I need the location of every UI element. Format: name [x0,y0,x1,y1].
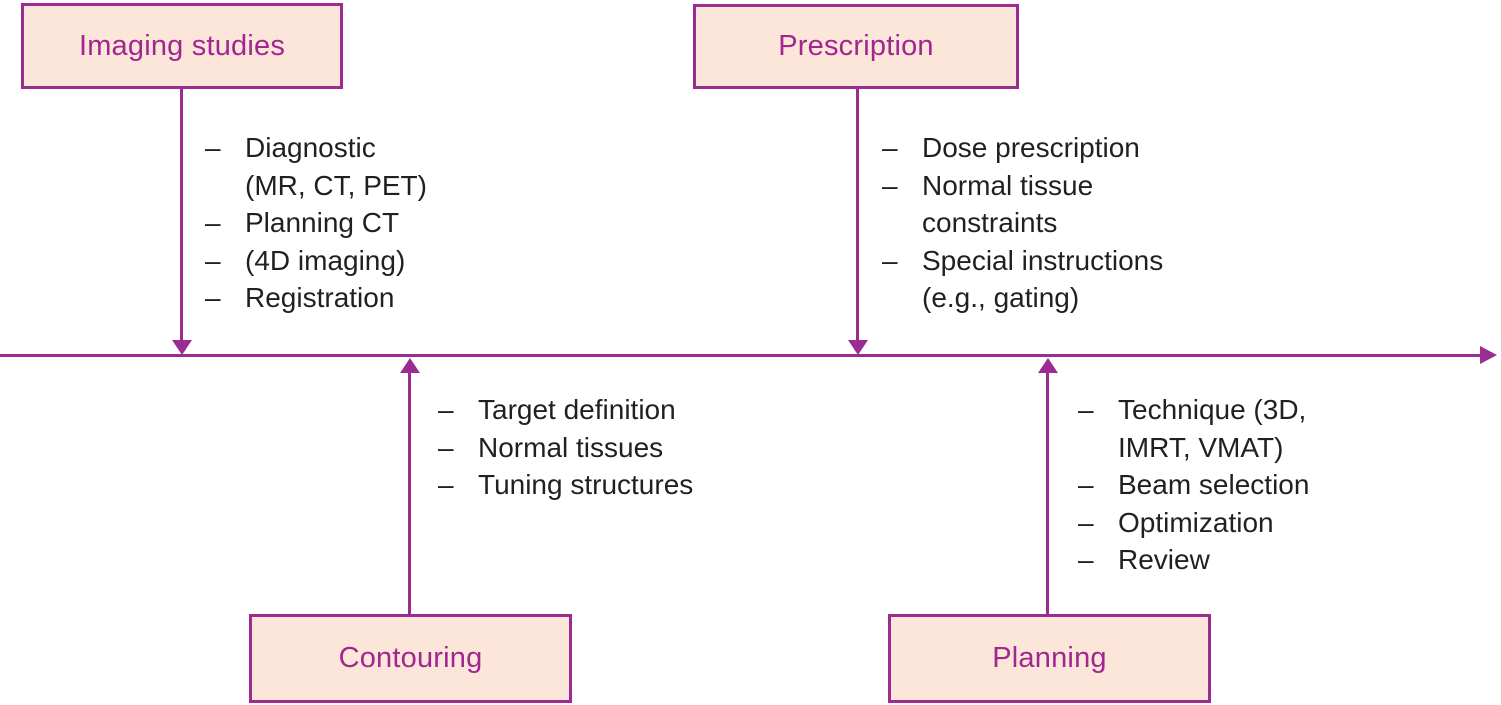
list-item-text: Dose prescription [922,132,1140,163]
dash-bullet: – [882,169,898,201]
list-item-text: Tuning structures [478,469,694,500]
list-item-text: Diagnostic (MR, CT, PET) [245,132,427,201]
stage-box-imaging-studies: Imaging studies [21,3,343,89]
dash-bullet: – [205,207,221,238]
planning-connector-line [1046,373,1049,614]
dash-bullet: – [1078,506,1094,538]
stage-label: Planning [992,642,1107,674]
arrowhead-up-icon [399,358,420,373]
list-item: – Review [1078,541,1309,579]
list-item-text: Target definition [478,394,676,425]
list-item-text: Technique (3D, IMRT, VMAT) [1118,394,1307,463]
list-item: – Special instructions (e.g., gating) [882,242,1163,317]
prescription-list: – Dose prescription – Normal tissue cons… [882,129,1163,317]
arrowhead-right-icon [1480,346,1497,364]
dash-bullet: – [882,132,898,163]
contouring-connector-line [408,373,411,614]
list-item-text: Registration [245,282,395,313]
list-item: – Technique (3D, IMRT, VMAT) [1078,391,1309,466]
imaging-studies-list: – Diagnostic (MR, CT, PET) – Planning CT… [205,129,427,317]
stage-box-planning: Planning [888,614,1211,703]
arrowhead-up-icon [1037,358,1058,373]
stage-box-prescription: Prescription [693,4,1019,89]
list-item: – Target definition [438,391,693,429]
list-item: – Beam selection [1078,466,1309,504]
list-item-text: (4D imaging) [245,244,406,276]
dash-bullet: – [205,132,221,163]
list-item: – Dose prescription [882,129,1163,167]
dash-bullet: – [438,469,454,500]
stage-label: Imaging studies [78,29,286,62]
dash-bullet: – [205,244,221,276]
list-item: – Optimization [1078,504,1309,542]
imaging-connector-line [180,89,183,341]
arrowhead-down-icon [171,340,192,355]
list-item-text: Normal tissue constraints [922,169,1094,239]
list-item-text: Optimization [1118,506,1274,538]
list-item-text: Special instructions (e.g., gating) [922,244,1164,314]
list-item: – Normal tissues [438,429,693,467]
list-item-text: Review [1118,544,1210,575]
list-item-text: Beam selection [1118,469,1310,500]
dash-bullet: – [882,244,898,276]
prescription-connector-line [856,89,859,341]
dash-bullet: – [438,431,454,463]
planning-list: – Technique (3D, IMRT, VMAT) – Beam sele… [1078,391,1309,579]
dash-bullet: – [205,282,221,313]
stage-label: Contouring [338,642,483,674]
list-item: – Diagnostic (MR, CT, PET) [205,129,427,204]
stage-label: Prescription [778,30,934,62]
dash-bullet: – [1078,544,1094,575]
list-item: – Planning CT [205,204,427,242]
timeline-line [0,354,1482,357]
arrowhead-down-icon [847,340,868,355]
list-item: – Registration [205,279,427,317]
stage-box-contouring: Contouring [249,614,572,703]
list-item-text: Normal tissues [478,431,664,463]
dash-bullet: – [1078,469,1094,500]
contouring-list: – Target definition – Normal tissues – T… [438,391,693,504]
list-item-text: Planning CT [245,207,400,238]
list-item: – (4D imaging) [205,242,427,280]
dash-bullet: – [1078,394,1094,425]
list-item: – Tuning structures [438,466,693,504]
dash-bullet: – [438,394,454,425]
list-item: – Normal tissue constraints [882,167,1163,242]
